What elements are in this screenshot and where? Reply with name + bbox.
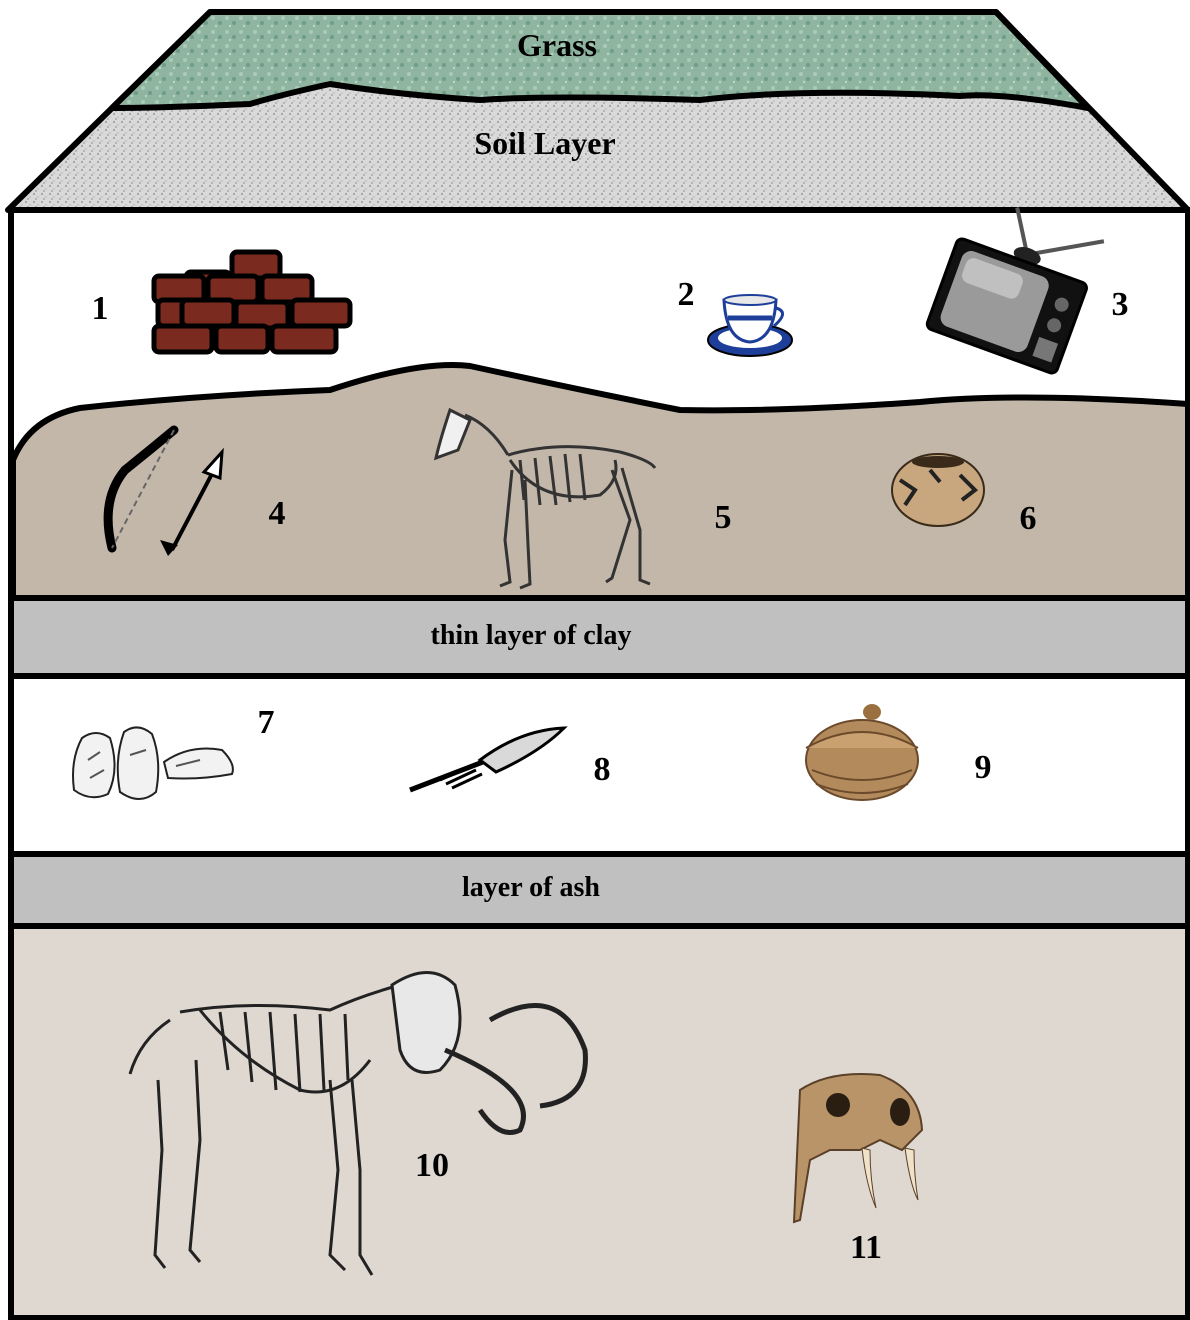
artifact-label-1: 1 [92, 290, 109, 327]
artifact-label-10: 10 [415, 1147, 449, 1184]
bottom-layer [11, 926, 1188, 1318]
artifact-label-2: 2 [678, 276, 695, 313]
ash-label: layer of ash [462, 872, 600, 903]
clay-label: thin layer of clay [431, 620, 632, 651]
artifact-label-4: 4 [269, 495, 286, 532]
artifact-label-3: 3 [1112, 286, 1129, 323]
artifact-label-11: 11 [850, 1229, 882, 1266]
soil-label: Soil Layer [474, 125, 615, 161]
artifact-label-7: 7 [258, 704, 275, 741]
brown-layer [13, 365, 1188, 598]
pottery-jar-icon [892, 454, 984, 526]
grass-label: Grass [517, 27, 597, 63]
grass-layer [112, 12, 1088, 108]
artifact-label-8: 8 [594, 751, 611, 788]
artifact-label-6: 6 [1020, 500, 1037, 537]
artifact-label-5: 5 [715, 499, 732, 536]
artifact-label-9: 9 [975, 749, 992, 786]
